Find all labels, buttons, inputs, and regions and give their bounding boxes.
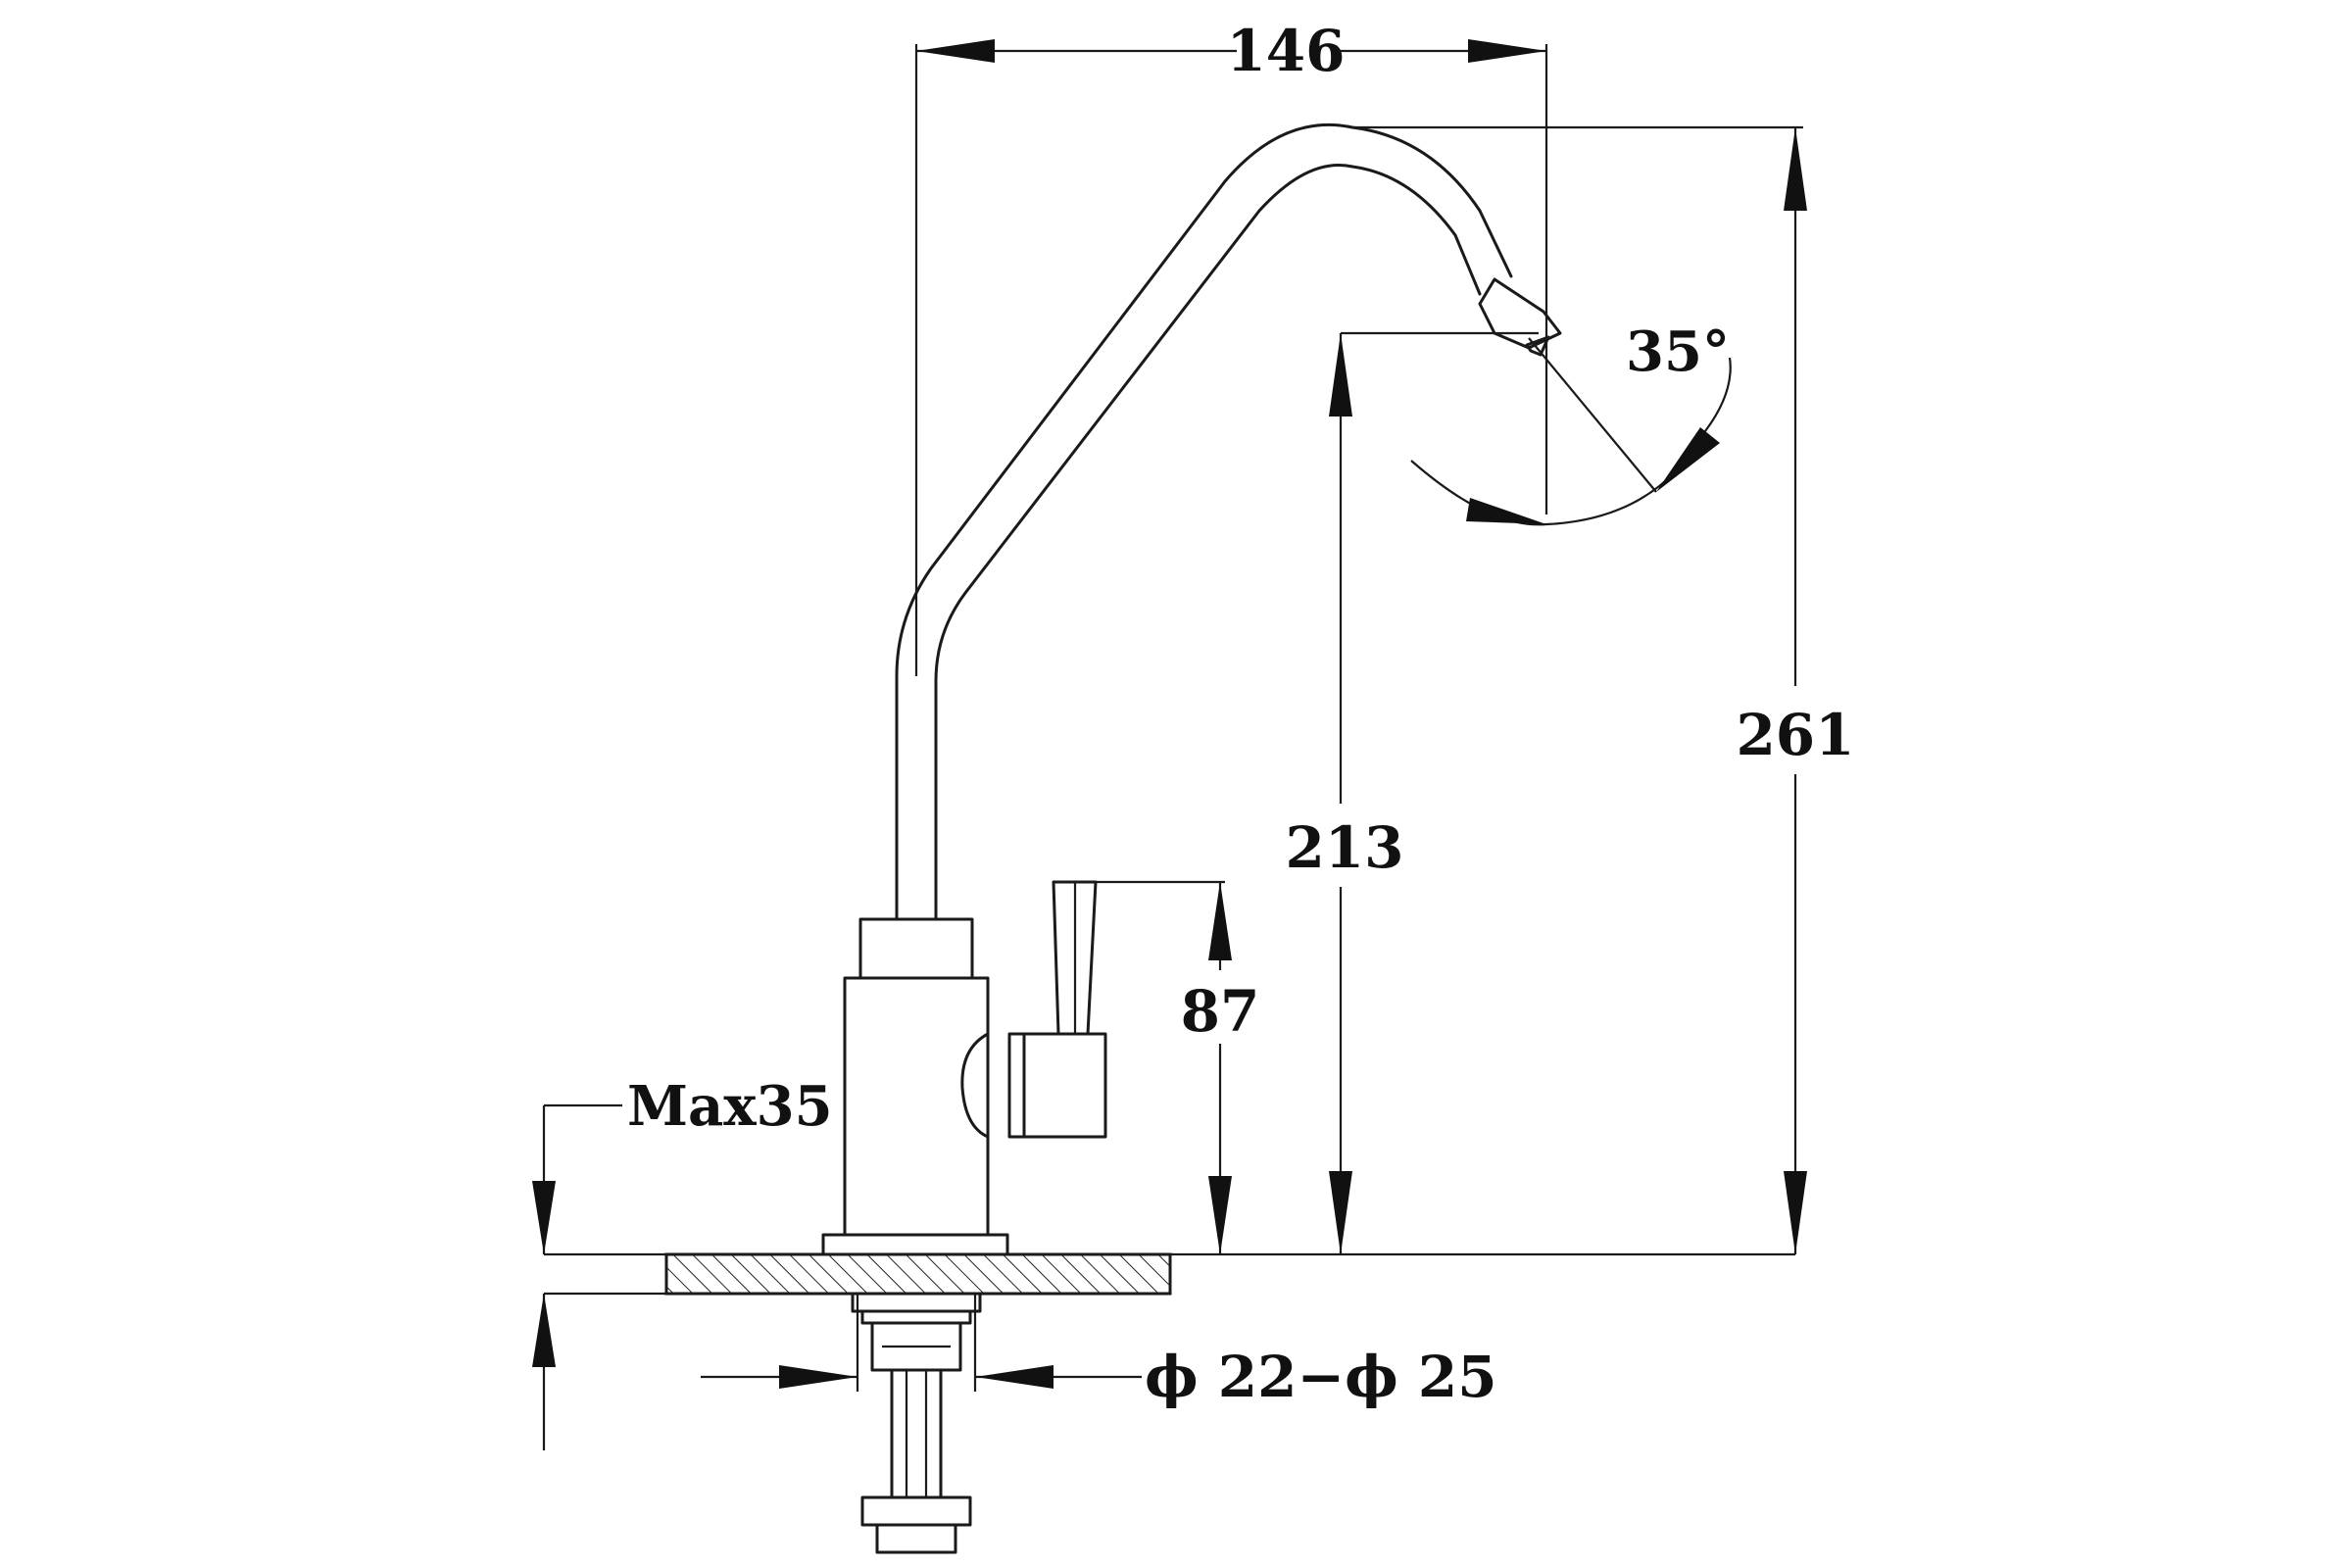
arrow-213-top [1329,333,1352,416]
dimension-outlet-height: 213 [1285,331,1539,1254]
mounting-hardware [851,1292,982,1554]
label-total-height: 261 [1736,702,1854,768]
countertop-hatched-section [664,1252,1172,1296]
arrow-max35-bottom [532,1294,556,1367]
dimension-handle-height: 87 [1096,880,1260,1254]
arrow-87-bottom [1208,1176,1232,1254]
bottom-fitting-nut [860,1495,972,1527]
arrow-hole-right [975,1365,1054,1389]
label-spout-angle: 35° [1626,319,1730,384]
arrow-213-bottom [1329,1171,1352,1254]
dimension-spout-angle: 35° [1410,319,1732,526]
arrow-146-left [916,39,995,63]
valve-boss [960,1032,990,1139]
dimension-total-height: 261 [1352,125,1855,1254]
handle-lever [1052,880,1098,1036]
label-max-counter-thickness: Max35 [627,1074,833,1139]
arrow-hole-left [779,1365,858,1389]
dimension-mounting-hole: ϕ 22−ϕ 25 [701,1294,1497,1410]
dimension-max-counter-thickness: Max35 [532,1074,833,1450]
spout-inner-contour [934,164,1482,921]
label-handle-height: 87 [1181,978,1260,1045]
aerator-nozzle [1525,335,1550,357]
label-mounting-hole-diameter: ϕ 22−ϕ 25 [1145,1344,1497,1410]
label-spout-reach: 146 [1226,18,1345,84]
body-base-flange [821,1233,1009,1256]
label-outlet-height: 213 [1285,814,1403,881]
arrow-87-top [1208,882,1232,960]
dimension-spout-reach: 146 [914,18,1548,676]
arrow-146-right [1468,39,1546,63]
angle-reference-line [1528,337,1657,493]
arrow-angle-right [1656,427,1720,492]
countertop [544,1252,1795,1296]
faucet-body [821,880,1107,1256]
arrow-261-top [1784,127,1807,211]
body-top-collar [858,917,974,980]
mounting-gasket [860,1309,972,1325]
arrow-angle-left [1466,498,1546,524]
arrow-261-bottom [1784,1171,1807,1254]
mounting-washer [851,1292,982,1313]
bottom-connector [875,1523,957,1554]
spout [895,122,1562,921]
threaded-shank [890,1368,943,1499]
spout-outer-contour [895,122,1513,921]
arrow-max35-top [532,1181,556,1254]
